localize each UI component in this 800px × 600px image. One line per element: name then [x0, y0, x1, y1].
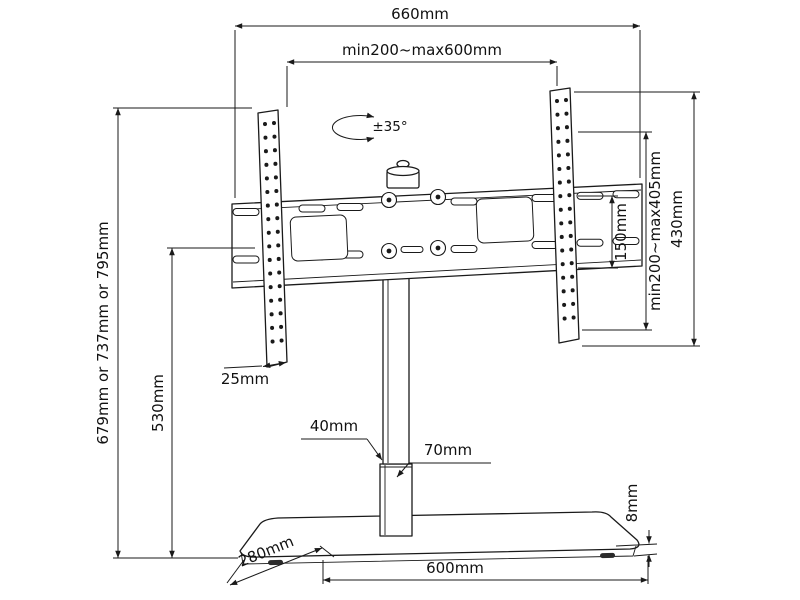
right-rail-holes-col2 — [564, 98, 576, 331]
left-rail-holes-col1 — [263, 122, 275, 356]
swivel-arrow-icon — [332, 112, 375, 143]
slot — [298, 204, 326, 213]
bracket-plate — [231, 183, 643, 289]
dim-base-thickness: 8mm — [615, 484, 658, 567]
dim-line — [229, 547, 323, 586]
support-column — [379, 261, 413, 537]
tv-stand-product — [231, 87, 643, 566]
dim-swivel-angle: ±35° — [332, 112, 408, 143]
dim-base-width-label: 600mm — [426, 559, 484, 577]
dim-bracket-height-label: 430mm — [668, 190, 686, 248]
dim-line — [262, 360, 287, 369]
dim-base-thickness-label: 8mm — [623, 484, 641, 523]
bolt-center — [435, 245, 441, 251]
dim-swivel-angle-label: ±35° — [372, 119, 407, 135]
dim-vesa-height: min200~max405mm — [578, 131, 664, 331]
bolt-center — [386, 248, 392, 254]
dim-column-height-label: 530mm — [149, 374, 167, 432]
base-top-surface — [239, 511, 640, 558]
dimension-annotations: 660mm min200~max600mm ±35° 679mm or 737m… — [94, 5, 700, 586]
dim-base-width: 600mm — [322, 556, 649, 584]
leader-arrow — [366, 438, 383, 461]
slot — [612, 190, 640, 199]
slot — [232, 255, 260, 264]
dim-hole-spacing-label: 150mm — [612, 203, 630, 261]
cap-top-face — [386, 165, 420, 177]
dim-total-width: 660mm — [234, 5, 641, 198]
dim-vesa-width: min200~max600mm — [286, 41, 558, 107]
dim-column-depth: 70mm — [396, 441, 491, 478]
bolt-center — [435, 194, 441, 200]
slot — [336, 203, 364, 211]
base-foot-right — [600, 552, 616, 559]
slot — [450, 245, 478, 253]
dim-column-depth-label: 70mm — [424, 441, 472, 459]
leader-line — [223, 365, 263, 369]
right-rail-holes-col1 — [555, 99, 567, 332]
dim-vesa-height-label: min200~max405mm — [646, 151, 664, 311]
slot — [531, 241, 559, 249]
ext-line — [319, 545, 335, 558]
bracket-bolts — [380, 188, 447, 260]
left-rail-outline — [257, 109, 288, 368]
dim-column-height: 530mm — [149, 247, 255, 558]
leader-arrow — [396, 462, 410, 478]
ext-line — [615, 543, 658, 547]
dim-rail-width: 25mm — [221, 360, 287, 388]
dim-total-width-label: 660mm — [391, 5, 449, 23]
dim-rail-width-label: 25mm — [221, 370, 269, 388]
bolt-center — [386, 197, 392, 203]
right-vesa-rail — [549, 87, 580, 344]
dim-total-height: 679mm or 737mm or 795mm — [94, 107, 252, 559]
right-rail-outline — [549, 87, 580, 344]
slot — [400, 246, 424, 253]
dim-column-width-label: 40mm — [310, 417, 358, 435]
bracket-upper-slots — [232, 190, 640, 216]
dim-column-width: 40mm — [301, 417, 383, 461]
column-upper — [382, 261, 410, 465]
column-top-cap — [386, 159, 420, 189]
bracket-cutout-right — [475, 196, 535, 244]
dim-bracket-height: 430mm — [574, 91, 700, 347]
ext-line — [633, 553, 658, 557]
slot — [450, 197, 478, 206]
dim-vesa-width-label: min200~max600mm — [342, 41, 502, 59]
bracket-cutout-left — [289, 214, 349, 262]
slot — [232, 208, 260, 216]
left-rail-holes-col2 — [272, 121, 284, 355]
bracket-plate-outline — [231, 183, 643, 289]
slot — [576, 238, 604, 247]
dim-hole-spacing: 150mm — [578, 195, 630, 269]
left-vesa-rail — [257, 109, 288, 368]
dim-total-height-label: 679mm or 737mm or 795mm — [94, 221, 112, 444]
